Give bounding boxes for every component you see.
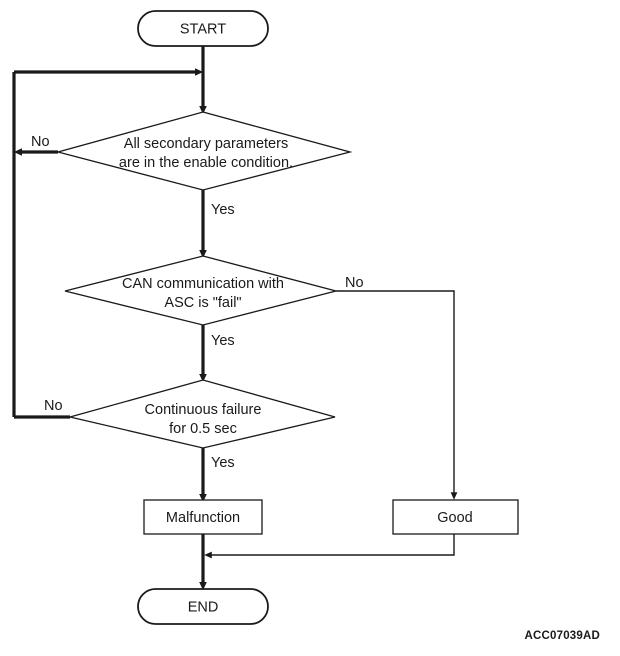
figure-id-label: ACC07039AD <box>524 630 600 642</box>
node-decision-3: Continuous failure for 0.5 sec <box>69 379 336 449</box>
good-label: Good <box>437 510 472 526</box>
edge-label-decision-3-no: No <box>44 398 63 414</box>
edge-label-decision-3-yes: Yes <box>211 455 235 471</box>
connector-decision-2-no <box>336 290 458 500</box>
decision-2-shape <box>64 255 339 326</box>
malfunction-label: Malfunction <box>166 510 240 526</box>
node-decision-1: All secondary parameters are in the enab… <box>55 111 353 191</box>
malfunction-shape <box>143 499 263 535</box>
edge-label-decision-2-yes: Yes <box>211 333 235 349</box>
edge-label-decision-1-yes: Yes <box>211 202 235 218</box>
decision-3-shape <box>69 379 336 449</box>
node-end: END <box>137 588 269 625</box>
decision-2-label-line1: CAN communication with <box>122 276 284 292</box>
connector-good-to-merge <box>204 534 455 559</box>
decision-2-label-line2: ASC is "fail" <box>164 295 241 311</box>
good-shape <box>392 499 519 535</box>
node-start: START <box>137 10 269 47</box>
decision-3-label-line2: for 0.5 sec <box>169 421 237 437</box>
node-malfunction: Malfunction <box>143 499 263 535</box>
edge-label-decision-1-no: No <box>31 134 50 150</box>
decision-1-label-line2: are in the enable condition. <box>119 155 293 171</box>
end-shape <box>137 588 269 625</box>
node-good: Good <box>392 499 519 535</box>
edge-label-decision-2-no: No <box>345 275 364 291</box>
decision-1-shape <box>55 111 353 191</box>
end-label: END <box>188 599 219 615</box>
start-shape <box>137 10 269 47</box>
start-label: START <box>180 21 226 37</box>
decision-3-label-line1: Continuous failure <box>145 402 262 418</box>
decision-1-label-line1: All secondary parameters <box>124 136 288 152</box>
node-decision-2: CAN communication with ASC is "fail" <box>64 255 339 326</box>
